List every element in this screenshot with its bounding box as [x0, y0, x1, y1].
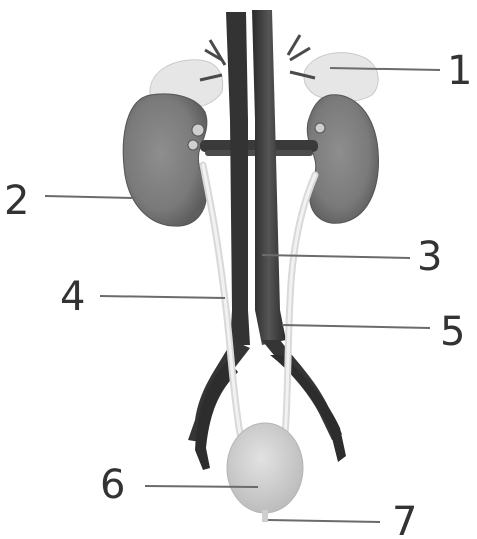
hilum-node-left-1: [192, 124, 204, 136]
leader-line-3: [262, 255, 410, 258]
leader-line-2: [45, 196, 135, 198]
leader-line-5: [282, 325, 430, 328]
label-4: 4: [60, 274, 85, 320]
label-5: 5: [440, 309, 465, 355]
label-1: 1: [447, 48, 472, 94]
hilum-node-right: [315, 123, 325, 133]
hilum-node-left-2: [188, 140, 198, 150]
label-7: 7: [392, 499, 417, 539]
urethra: [262, 510, 268, 522]
label-3: 3: [417, 234, 442, 280]
label-6: 6: [100, 462, 125, 508]
label-2: 2: [4, 178, 29, 224]
leader-line-7: [268, 520, 380, 522]
aorta: [252, 10, 286, 345]
left-kidney: [123, 94, 207, 226]
right-kidney: [307, 95, 378, 224]
bladder: [227, 423, 303, 513]
leader-line-6: [145, 486, 258, 487]
inferior-vena-cava: [226, 12, 250, 345]
leader-line-4: [100, 296, 225, 298]
